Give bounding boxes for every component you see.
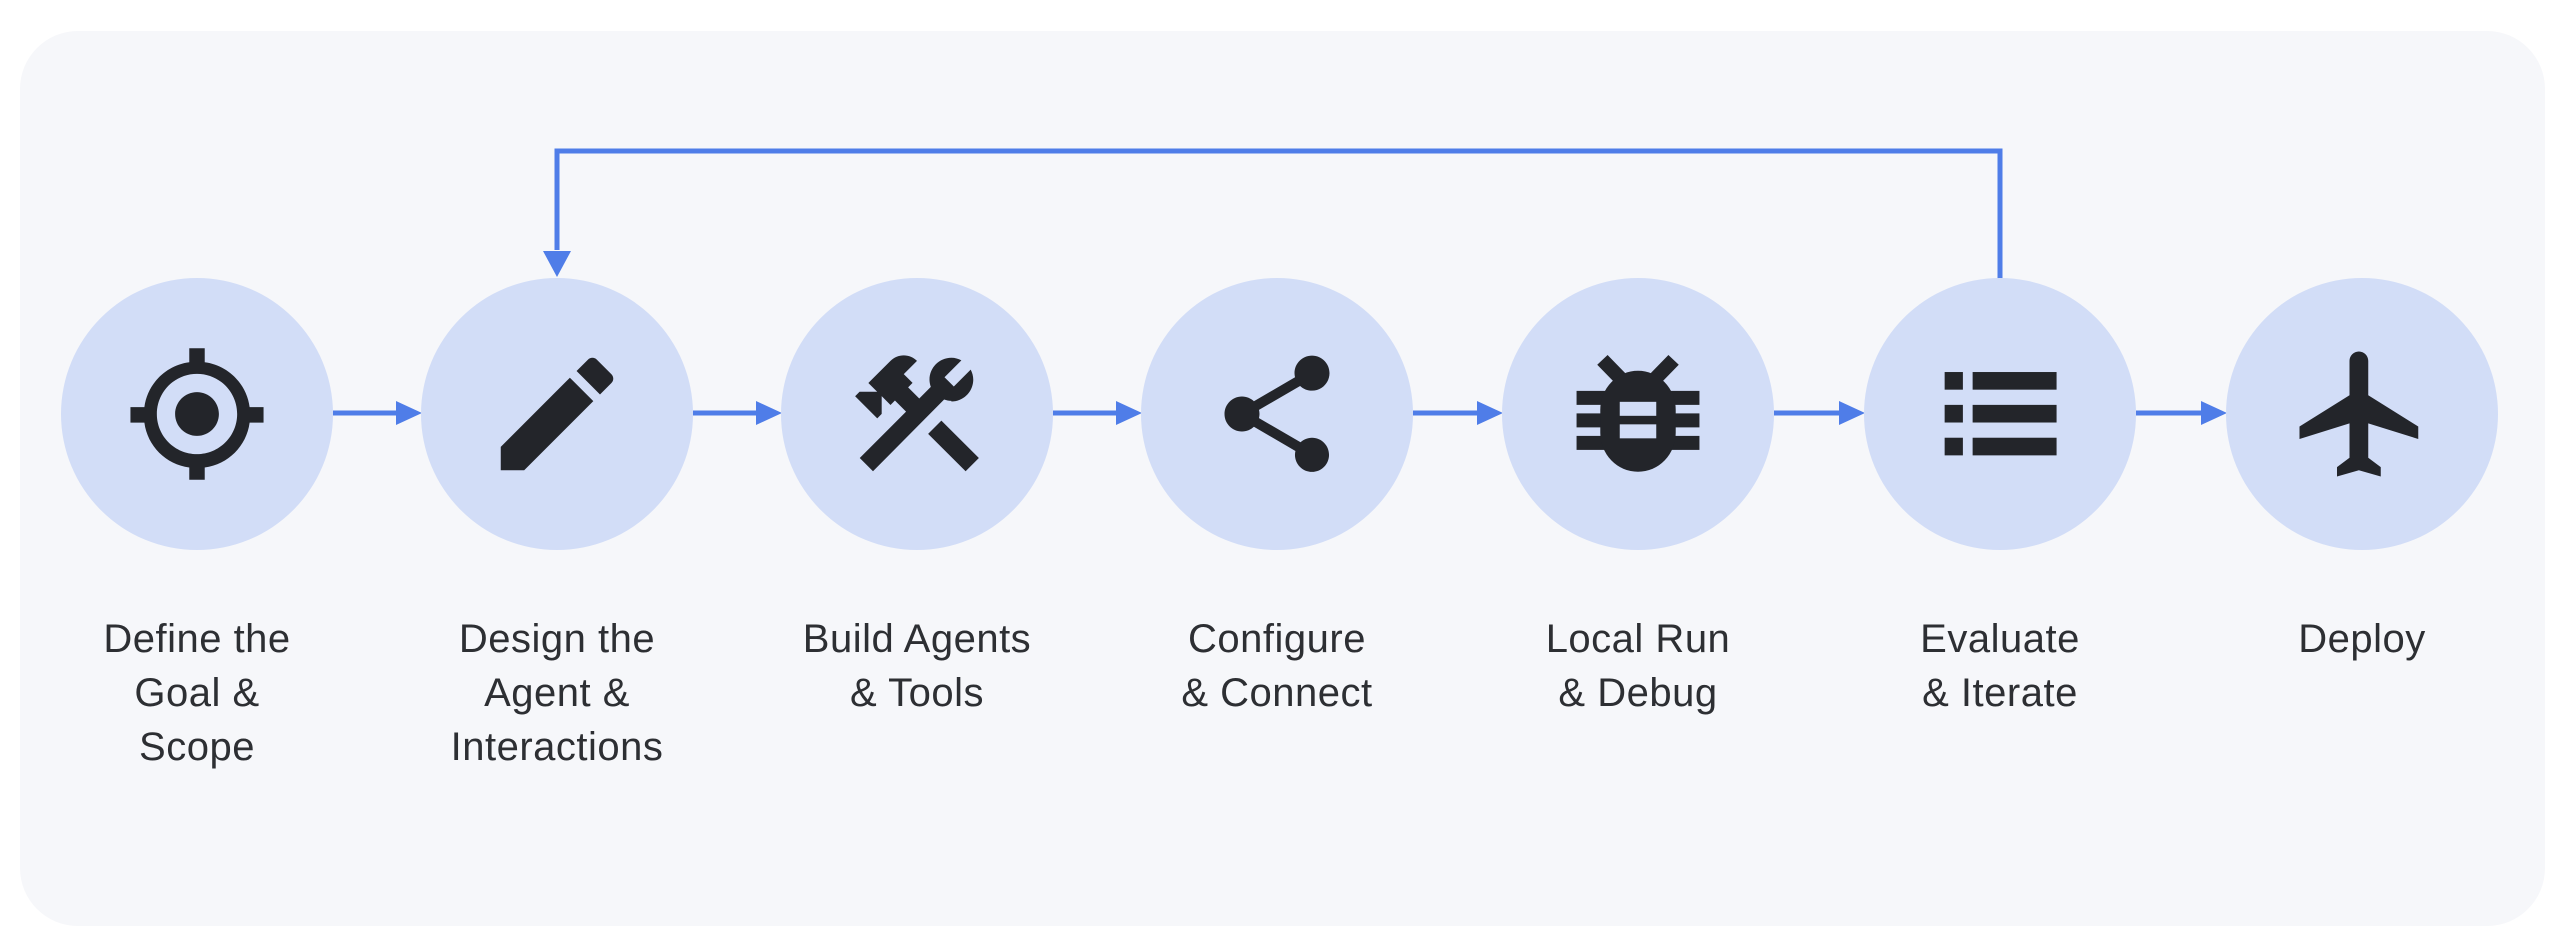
step-label: Evaluate & Iterate: [1920, 617, 2080, 715]
step-label: Define the Goal & Scope: [103, 617, 291, 769]
step-circle: [1864, 278, 2136, 550]
step-circle: [2226, 278, 2498, 550]
pencil-icon: [500, 357, 614, 471]
step-label: Build Agents & Tools: [802, 617, 1032, 715]
step-circle: [61, 278, 333, 550]
step-label: Configure & Connect: [1181, 617, 1373, 715]
step-label: Local Run & Debug: [1545, 617, 1731, 715]
step-circle: [1141, 278, 1413, 550]
step-circle: [781, 278, 1053, 550]
step-label: Deploy: [2298, 617, 2426, 661]
list-icon: [1944, 372, 2057, 456]
bug-icon: [1576, 354, 1700, 472]
share-icon: [1224, 355, 1330, 472]
tools-icon: [855, 355, 979, 472]
step-circle: [421, 278, 693, 550]
step-circle: [1502, 278, 1774, 550]
target-icon: [130, 348, 264, 480]
step-label: Design the Agent & Interactions: [450, 617, 664, 769]
plane-icon: [2299, 351, 2419, 477]
